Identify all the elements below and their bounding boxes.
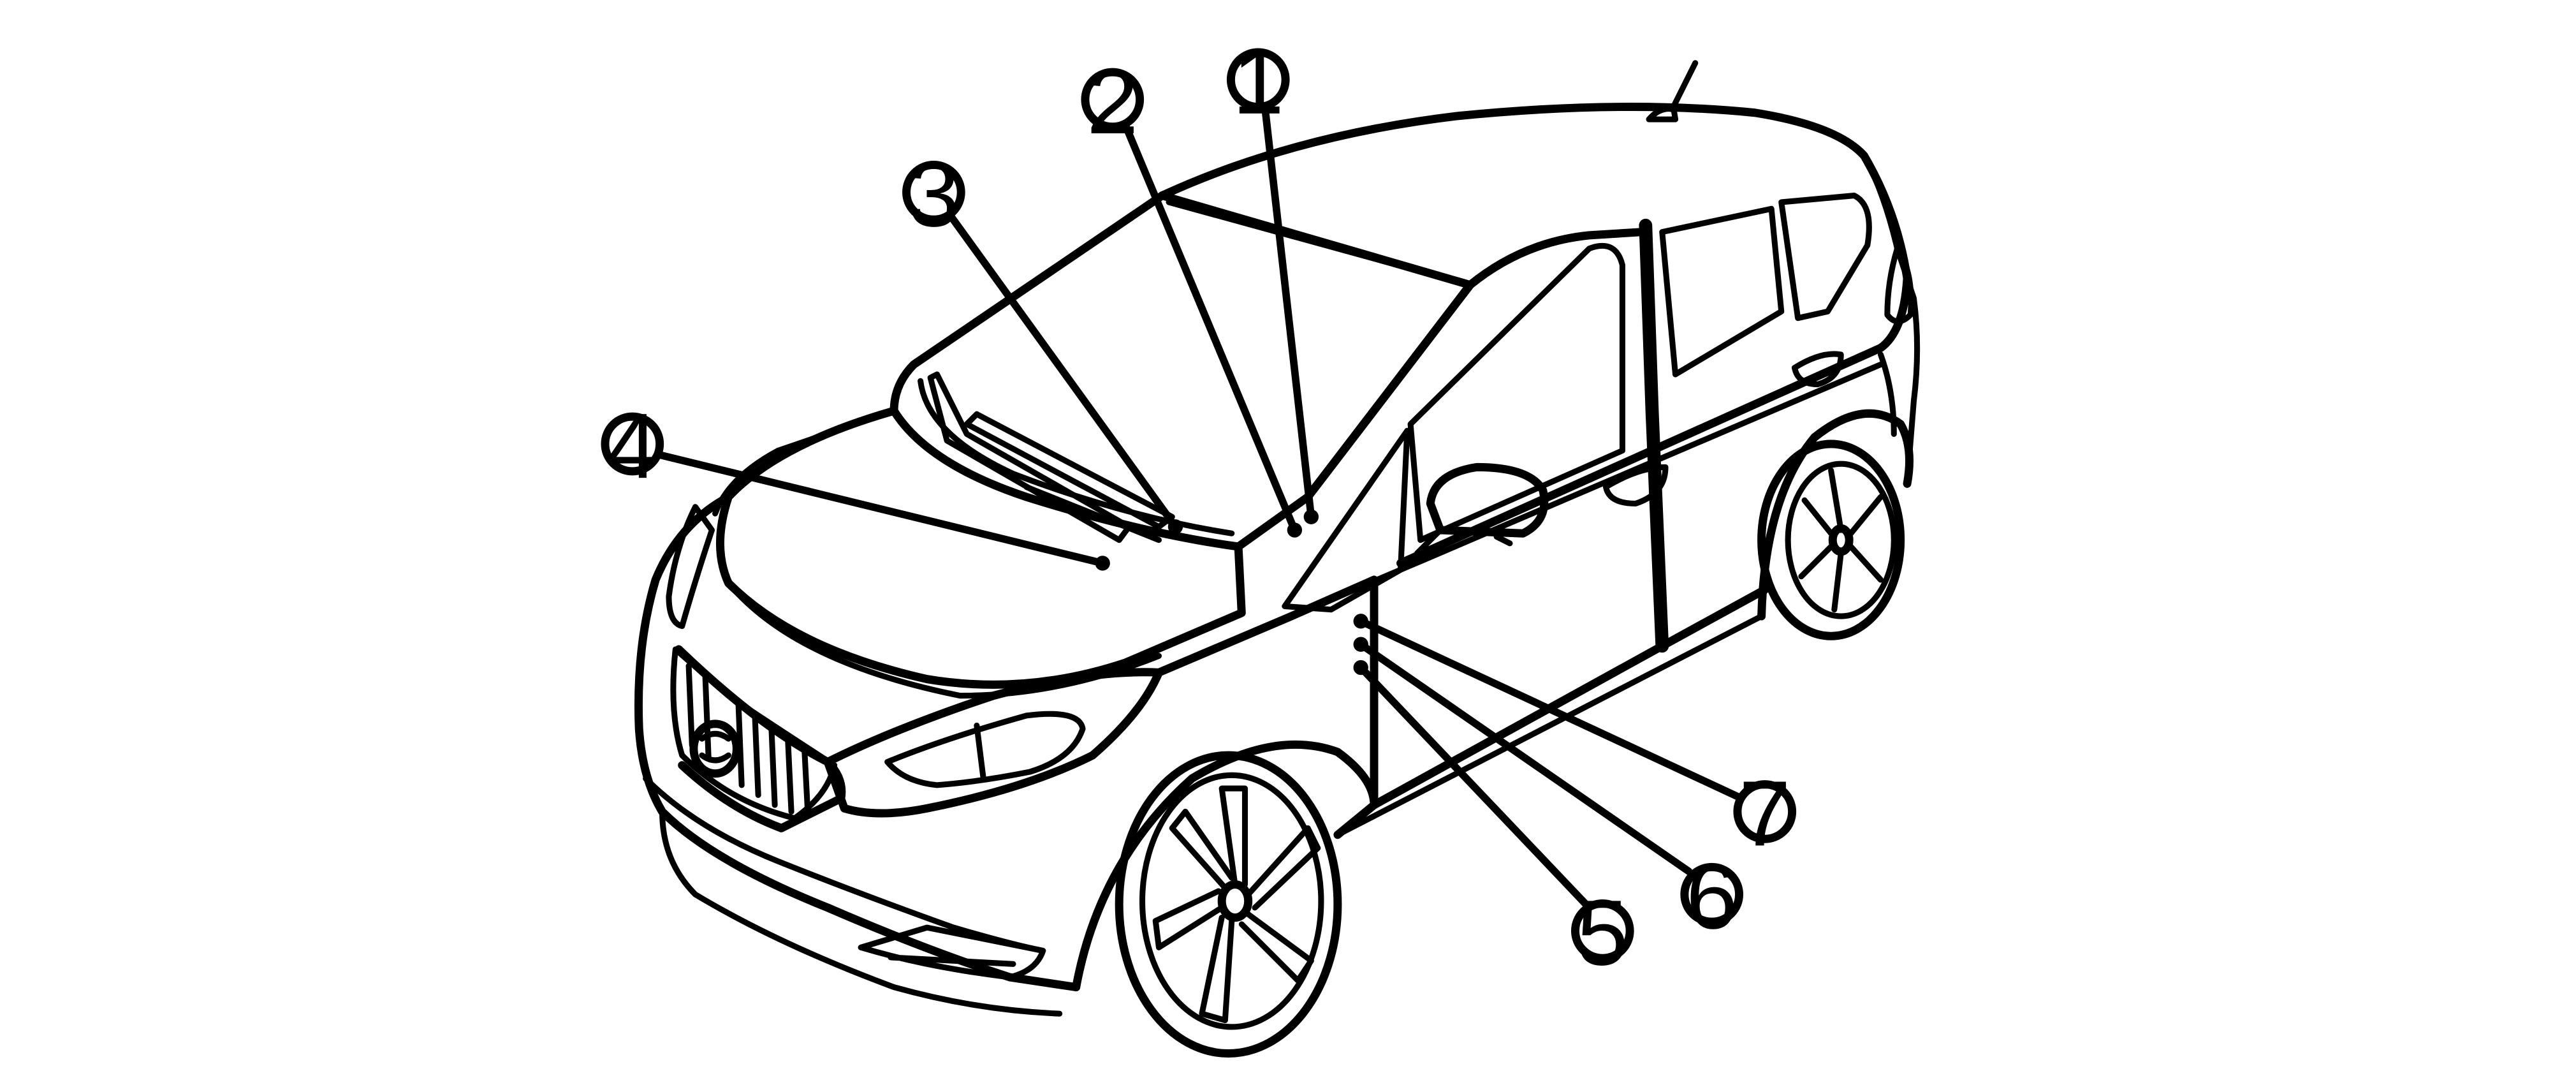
callout-6: 6 bbox=[1680, 844, 1744, 948]
leader-line-2 bbox=[1122, 122, 1299, 534]
side-window-rear bbox=[1659, 205, 1785, 378]
callout-4: 4 bbox=[601, 394, 664, 498]
rear-wheel bbox=[1757, 439, 1905, 640]
grille-slats bbox=[685, 663, 811, 818]
hood bbox=[715, 406, 1246, 689]
front-fascia bbox=[634, 492, 1081, 992]
front-emblem bbox=[689, 720, 741, 778]
b-pillar bbox=[1639, 218, 1669, 653]
windshield bbox=[889, 191, 1475, 551]
side-window-front bbox=[1407, 242, 1626, 543]
front-fender bbox=[1154, 575, 1379, 839]
side-skirt bbox=[1335, 613, 1765, 838]
headlight-left bbox=[666, 504, 715, 630]
callout-6-label: 6 bbox=[1686, 844, 1738, 948]
leader-line-7 bbox=[1357, 617, 1746, 802]
callout-4-label: 4 bbox=[606, 394, 658, 498]
callout-3-label: 3 bbox=[908, 142, 960, 246]
callout-5-label: 5 bbox=[1577, 880, 1628, 984]
leader-line-4 bbox=[652, 450, 1107, 567]
side-window-quarter bbox=[1778, 193, 1872, 321]
fog-light-housing bbox=[858, 924, 1046, 980]
callout-7-label: 7 bbox=[1739, 762, 1790, 866]
callout-2-label: 2 bbox=[1087, 49, 1138, 153]
callouts: 1 2 3 4 5 6 7 bbox=[601, 29, 1797, 984]
callout-5: 5 bbox=[1570, 880, 1634, 984]
leader-line-3 bbox=[946, 211, 1180, 531]
rear-door-handle bbox=[1791, 351, 1844, 388]
front-emblem-mark bbox=[699, 730, 731, 764]
leader-line-1 bbox=[1261, 102, 1315, 521]
rear-wheel-arch bbox=[1757, 409, 1914, 621]
front-lower-lip bbox=[659, 808, 1063, 1017]
callout-3: 3 bbox=[902, 142, 965, 246]
a-pillar bbox=[1303, 228, 1647, 501]
callout-1-label: 1 bbox=[1233, 29, 1284, 133]
callout-2: 2 bbox=[1081, 49, 1145, 153]
side-mirror-mount bbox=[1414, 527, 1513, 556]
rear-tail-light bbox=[1884, 246, 1914, 325]
front-wheel bbox=[1115, 751, 1342, 1058]
leader-line-6 bbox=[1357, 640, 1693, 875]
leader-lines bbox=[652, 102, 1746, 908]
side-body-beltline bbox=[1396, 274, 1912, 568]
body-character-line bbox=[1155, 361, 1884, 675]
callout-1: 1 bbox=[1226, 29, 1290, 133]
headlight-right bbox=[823, 668, 1163, 818]
rear-bumper-edge bbox=[1877, 351, 1917, 487]
callout-7: 7 bbox=[1733, 762, 1797, 866]
windshield-top-edge bbox=[1166, 199, 1474, 288]
front-door-handle bbox=[1602, 464, 1669, 507]
hood-left-edge bbox=[712, 408, 897, 517]
headlight-right-inner bbox=[884, 711, 1086, 788]
front-wheel-arch bbox=[1072, 740, 1379, 992]
side-mirror bbox=[1426, 462, 1549, 538]
door-lower-edge bbox=[1370, 586, 1769, 809]
leader-line-5 bbox=[1357, 663, 1590, 908]
